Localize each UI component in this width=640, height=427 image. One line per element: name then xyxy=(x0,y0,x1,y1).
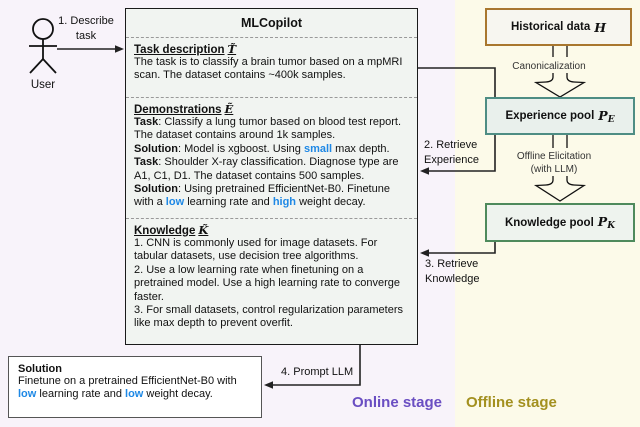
task-symbol: T̃ xyxy=(227,42,237,56)
knowledge-item: 3. For small datasets, control regulariz… xyxy=(134,304,404,330)
knowledge-item: 1. CNN is commonly used for image datase… xyxy=(134,237,378,263)
demo-entry: Task: Classify a lung tumor based on blo… xyxy=(134,116,402,142)
online-stage-label: Online stage xyxy=(352,394,443,411)
canonicalization-label: Canonicalization xyxy=(512,61,586,72)
offline-elicitation-label: Offline Elicitation (with LLM) xyxy=(516,151,592,175)
knowledge-pool-symbol: PK xyxy=(597,214,616,231)
offline-stage-label: Offline stage xyxy=(466,394,557,411)
knowledge-symbol: K̃ xyxy=(198,223,209,237)
describe-task-label: 1. Describe task xyxy=(58,15,114,42)
demo-entry: Solution: Model is xgboost. Using small … xyxy=(134,142,390,155)
prompt-llm-label: 4. Prompt LLM xyxy=(281,366,354,378)
user-label: User xyxy=(30,79,56,91)
experience-pool-symbol: PE xyxy=(598,107,615,125)
knowledge-item: 2. Use a low learning rate when finetuni… xyxy=(134,263,400,303)
mlcopilot-title: MLCopilot xyxy=(126,9,417,38)
solution-box: Solution Finetune on a pretrained Effici… xyxy=(8,356,262,418)
solution-body: Finetune on a pretrained EfficientNet-B0… xyxy=(18,375,237,401)
demonstrations-symbol: Ẽ xyxy=(224,102,234,116)
retrieve-experience-label: 2. Retrieve Experience xyxy=(424,139,480,166)
retrieve-knowledge-label: 3. Retrieve Knowledge xyxy=(425,258,480,285)
demo-entry: Task: Shoulder X-ray classification. Dia… xyxy=(134,156,399,182)
task-description-body: The task is to classify a brain tumor ba… xyxy=(134,56,403,82)
historical-symbol: H xyxy=(594,19,607,35)
demo-entry: Solution: Using pretrained EfficientNet-… xyxy=(134,183,390,209)
solution-heading: Solution xyxy=(18,363,62,375)
